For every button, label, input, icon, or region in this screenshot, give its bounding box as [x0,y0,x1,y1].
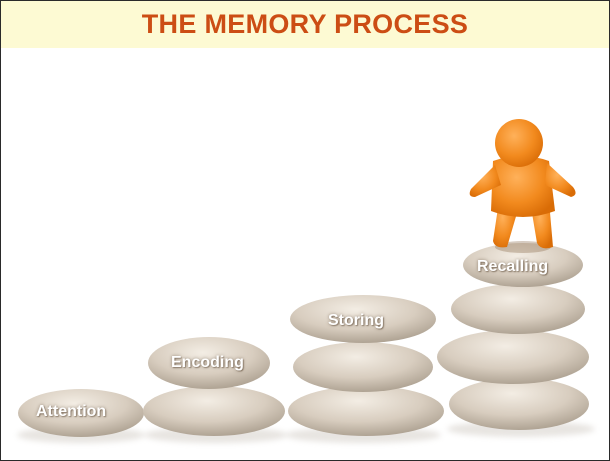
stone-stack-storing [288,295,444,436]
stone-stack-encoding [143,337,285,436]
step-label-recalling: Recalling [477,258,549,275]
step-label-encoding: Encoding [171,354,244,371]
step-label-attention: Attention [36,403,107,420]
step-label-storing: Storing [328,312,384,329]
slide-title: THE MEMORY PROCESS [141,9,469,39]
stone-stack-attention [18,389,144,437]
stone-stack-recalling [437,243,589,430]
person-figure-icon [469,119,576,253]
title-bar: THE MEMORY PROCESS [1,1,609,48]
